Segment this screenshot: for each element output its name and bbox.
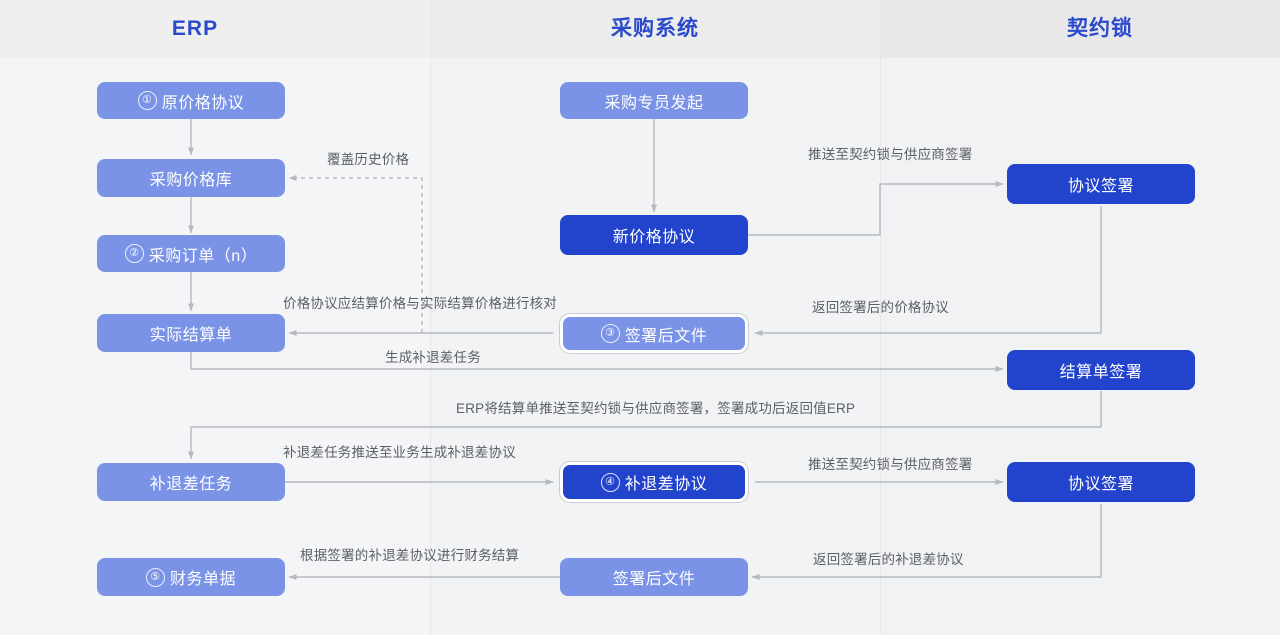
edge-label-rebate-task-push: 补退差任务推送至业务生成补退差协议 [283, 445, 516, 460]
wire-n13-to-n5 [187, 391, 1102, 460]
wire-n8-to-n12 [748, 181, 1004, 236]
node-agreement-sign-bottom[interactable]: 协议签署 [1007, 462, 1195, 502]
lane-divider-1 [430, 0, 431, 635]
edge-label-push-to-qiyuesuo-bottom: 推送至契约锁与供应商签署 [808, 457, 973, 472]
node-label: 实际结算单 [149, 327, 233, 344]
node-label: 新价格协议 [612, 229, 696, 246]
wire-n4-to-n13 [190, 352, 1004, 373]
edge-label-return-signed-rebate-agreement: 返回签署后的补退差协议 [813, 552, 964, 567]
node-finance-document[interactable]: ⑤ 财务单据 [97, 558, 285, 596]
node-label: 协议签署 [1067, 178, 1134, 195]
edge-label-return-signed-price-agreement: 返回签署后的价格协议 [812, 300, 949, 315]
wire-overwrite-history-price [288, 174, 423, 333]
wire-n12-to-n9 [754, 206, 1102, 336]
edge-label-finance-settlement: 根据签署的补退差协议进行财务结算 [300, 548, 520, 563]
edge-label-price-check: 价格协议应结算价格与实际结算价格进行核对 [283, 296, 557, 311]
node-new-price-agreement[interactable]: 新价格协议 [560, 215, 748, 255]
node-label: 结算单签署 [1059, 364, 1143, 381]
node-label: 采购价格库 [149, 172, 233, 189]
node-purchase-order[interactable]: ② 采购订单（n） [97, 235, 285, 272]
node-purchase-price-library[interactable]: 采购价格库 [97, 159, 285, 197]
node-rebate-agreement[interactable]: ④ 补退差协议 [560, 462, 748, 502]
node-step-number: ④ [600, 472, 620, 492]
node-label: 采购订单（n） [148, 247, 258, 265]
node-agreement-sign-top[interactable]: 协议签署 [1007, 164, 1195, 204]
node-signed-file-rebate[interactable]: 签署后文件 [560, 558, 748, 596]
edge-label-push-to-qiyuesuo-top: 推送至契约锁与供应商签署 [808, 147, 973, 162]
node-rebate-task[interactable]: 补退差任务 [97, 463, 285, 501]
node-settlement-sign[interactable]: 结算单签署 [1007, 350, 1195, 390]
node-label: 补退差协议 [624, 476, 708, 493]
lane-divider-2 [880, 0, 881, 635]
node-step-number: ② [124, 244, 144, 263]
node-label: 补退差任务 [149, 476, 233, 493]
lane-header-erp [0, 0, 430, 58]
node-label: 采购专员发起 [604, 94, 704, 112]
lane-title-qiyuesuo: 契约锁 [1067, 17, 1133, 40]
node-label: 原价格协议 [161, 94, 245, 112]
node-signed-file-price[interactable]: ③ 签署后文件 [560, 314, 748, 353]
node-original-price-agreement[interactable]: ① 原价格协议 [97, 82, 285, 119]
node-step-number: ③ [600, 324, 620, 343]
edge-label-overwrite-history-price: 覆盖历史价格 [327, 152, 410, 167]
lane-header-purchasing [430, 0, 880, 58]
node-actual-settlement[interactable]: 实际结算单 [97, 314, 285, 352]
node-step-number: ① [137, 91, 157, 110]
node-label: 签署后文件 [612, 571, 696, 588]
edge-label-erp-push-settlement: ERP将结算单推送至契约锁与供应商签署，签署成功后返回值ERP [456, 401, 856, 416]
node-step-number: ⑤ [145, 567, 165, 587]
lane-header-qiyuesuo [880, 0, 1280, 58]
lane-title-erp: ERP [171, 17, 219, 40]
node-label: 财务单据 [169, 571, 236, 588]
node-label: 签署后文件 [624, 327, 708, 345]
lane-background-qiyuesuo [880, 0, 1280, 635]
node-label: 协议签署 [1067, 476, 1134, 493]
edge-label-generate-rebate-task: 生成补退差任务 [385, 350, 481, 365]
node-buyer-initiates[interactable]: 采购专员发起 [560, 82, 748, 119]
wire-n14-to-n11 [751, 504, 1102, 580]
lane-title-purchasing: 采购系统 [611, 17, 699, 40]
